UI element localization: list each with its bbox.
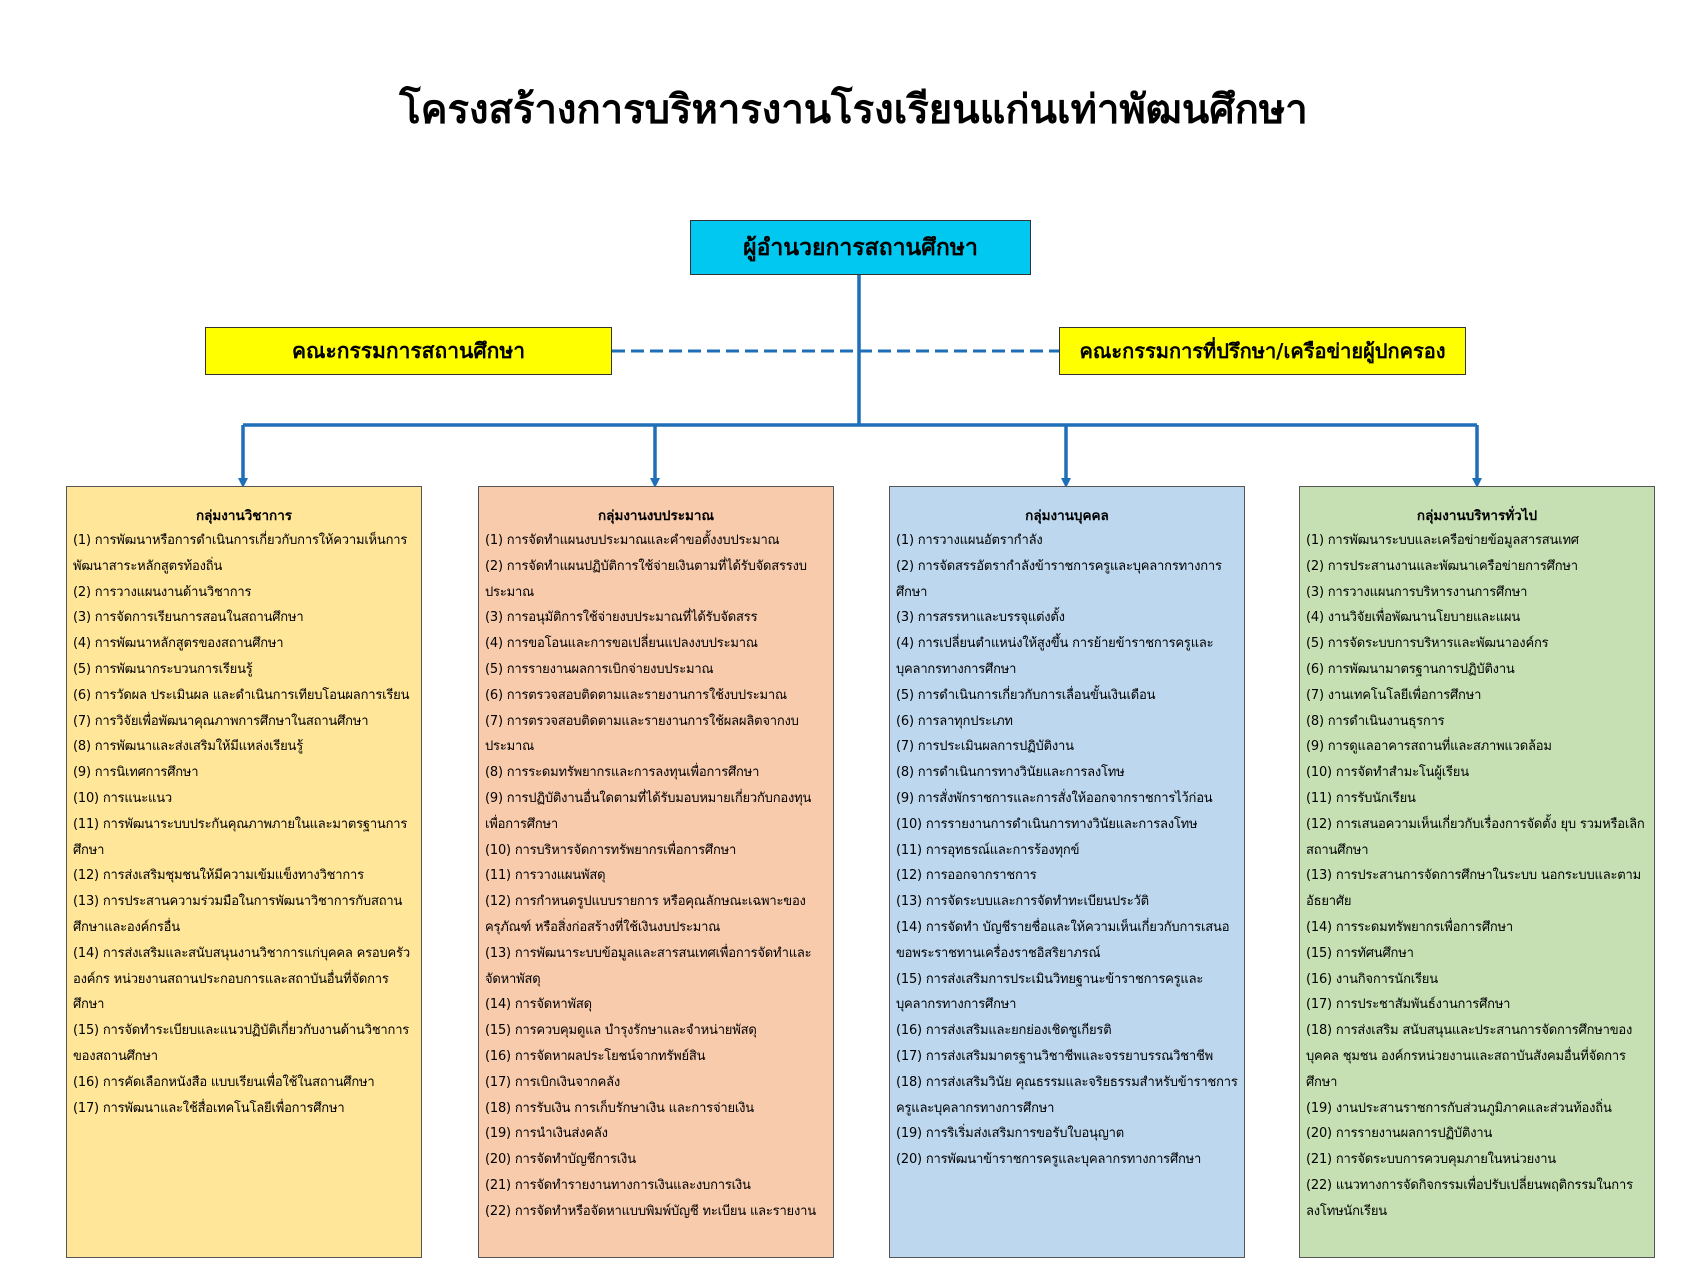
group-personnel: กลุ่มงานบุคคล (1) การวางแผนอัตรากำลัง (2)… bbox=[889, 486, 1245, 1258]
duty-item: (8) การพัฒนาและส่งเสริมให้มีแหล่งเรียนรู… bbox=[73, 739, 303, 755]
duty-item: (20) การรายงานผลการปฏิบัติงาน bbox=[1306, 1126, 1493, 1142]
duty-item: (17) การส่งเสริมมาตรฐานวิชาชีพและจรรยาบร… bbox=[896, 1048, 1213, 1064]
duty-item: (16) งานกิจการนักเรียน bbox=[1306, 971, 1438, 987]
duty-item: (5) การดำเนินการเกี่ยวกับการเลื่อนขั้นเง… bbox=[896, 687, 1156, 703]
duty-list: (1) การพัฒนาระบบและเครือข่ายข้อมูลสารสนเ… bbox=[1306, 528, 1648, 1225]
duty-item: (9) การปฏิบัติงานอื่นใดตามที่ได้รับมอบหม… bbox=[485, 790, 812, 832]
duty-item: (19) การริเริ่มส่งเสริมการขอรับใบอนุญาต bbox=[896, 1126, 1124, 1142]
duty-item: (15) การทัศนศึกษา bbox=[1306, 945, 1414, 961]
duty-list: (1) การวางแผนอัตรากำลัง (2) การจัดสรรอัตร… bbox=[896, 528, 1238, 1173]
duty-item: (22) แนวทางการจัดกิจกรรมเพื่อปรับเปลี่ยน… bbox=[1306, 1177, 1633, 1219]
duty-item: (12) การออกจากราชการ bbox=[896, 868, 1037, 884]
duty-item: (11) การพัฒนาระบบประกันคุณภาพภายในและมาต… bbox=[73, 816, 408, 858]
duty-item: (3) การจัดการเรียนการสอนในสถานศึกษา bbox=[73, 610, 304, 626]
duty-item: (3) การสรรหาและบรรจุแต่งตั้ง bbox=[896, 610, 1065, 626]
duty-item: (2) การวางแผนงานด้านวิชาการ bbox=[73, 584, 252, 600]
duty-item: (20) การจัดทำบัญชีการเงิน bbox=[485, 1152, 636, 1168]
duty-item: (6) การลาทุกประเภท bbox=[896, 713, 1013, 729]
duty-item: (16) การจัดหาผลประโยชน์จากทรัพย์สิน bbox=[485, 1048, 706, 1064]
group-title: กลุ่มงานวิชาการ bbox=[195, 508, 293, 524]
duty-item: (12) การส่งเสริมชุมชนให้มีความเข้มแข็งทา… bbox=[73, 868, 364, 884]
duty-item: (20) การพัฒนาข้าราชการครูและบุคลากรทางกา… bbox=[896, 1152, 1202, 1168]
duty-item: (1) การจัดทำแผนงบประมาณและคำขอตั้งงบประม… bbox=[485, 533, 780, 548]
duty-item: (21) การจัดระบบการควบคุมภายในหน่วยงาน bbox=[1306, 1152, 1556, 1168]
duty-item: (15) การส่งเสริมการประเมินวิทยฐานะข้าราช… bbox=[896, 971, 1204, 1013]
advisory-committee-box: คณะกรรมการที่ปรึกษา/เครือข่ายผู้ปกครอง bbox=[1059, 327, 1466, 375]
group-budget: กลุ่มงานงบประมาณ (1) การจัดทำแผนงบประมาณ… bbox=[478, 486, 834, 1258]
page-title: โครงสร้างการบริหารงานโรงเรียนแก่นเท่าพัฒ… bbox=[399, 87, 1308, 133]
duty-item: (3) การอนุมัติการใช้จ่ายงบประมาณที่ได้รั… bbox=[485, 610, 758, 626]
duty-item: (8) การระดมทรัพยากรและการลงทุนเพื่อการศึ… bbox=[485, 765, 760, 781]
duty-item: (7) การตรวจสอบติดตามและรายงานการใช้ผลผลิ… bbox=[485, 713, 799, 755]
duty-item: (18) การส่งเสริม สนับสนุนและประสานการจัด… bbox=[1306, 1023, 1633, 1090]
duty-item: (11) การอุทธรณ์และการร้องทุกข์ bbox=[896, 842, 1080, 858]
school-board-box: คณะกรรมการสถานศึกษา bbox=[205, 327, 612, 375]
duty-item: (1) การวางแผนอัตรากำลัง bbox=[896, 533, 1043, 548]
duty-item: (9) การสั่งพักราชการและการสั่งให้ออกจากร… bbox=[896, 790, 1213, 806]
duty-item: (13) การจัดระบบและการจัดทำทะเบียนประวัติ bbox=[896, 894, 1149, 910]
duty-item: (10) การแนะแนว bbox=[73, 790, 172, 806]
duty-item: (8) การดำเนินการทางวินัยและการลงโทษ bbox=[896, 765, 1125, 781]
duty-item: (6) การวัดผล ประเมินผล และดำเนินการเทียบ… bbox=[73, 687, 410, 703]
duty-item: (12) การกำหนดรูปแบบรายการ หรือคุณลักษณะเ… bbox=[485, 894, 806, 935]
duty-item: (17) การประชาสัมพันธ์งานการศึกษา bbox=[1306, 997, 1511, 1013]
duty-item: (6) การพัฒนามาตรฐานการปฏิบัติงาน bbox=[1306, 661, 1515, 677]
duty-item: (13) การประสานความร่วมมือในการพัฒนาวิชาก… bbox=[73, 894, 403, 935]
duty-item: (4) การขอโอนและการขอเปลี่ยนแปลงงบประมาณ bbox=[485, 636, 758, 652]
duty-item: (19) งานประสานราชการกับส่วนภูมิภาคและส่ว… bbox=[1306, 1100, 1612, 1116]
duty-item: (15) การควบคุมดูแล บำรุงรักษาและจำหน่ายพ… bbox=[485, 1023, 757, 1039]
duty-item: (19) การนำเงินส่งคลัง bbox=[485, 1126, 608, 1142]
duty-item: (17) การพัฒนาและใช้สื่อเทคโนโลยีเพื่อการ… bbox=[73, 1100, 345, 1116]
duty-item: (5) การจัดระบบการบริหารและพัฒนาองค์กร bbox=[1306, 636, 1549, 652]
duty-item: (4) งานวิจัยเพื่อพัฒนานโยบายและแผน bbox=[1306, 610, 1521, 626]
duty-item: (18) การรับเงิน การเก็บรักษาเงิน และการจ… bbox=[485, 1100, 754, 1116]
group-title: กลุ่มงานงบประมาณ bbox=[598, 508, 714, 524]
duty-item: (5) การพัฒนากระบวนการเรียนรู้ bbox=[73, 661, 253, 677]
duty-item: (14) การจัดหาพัสดุ bbox=[485, 997, 592, 1013]
group-title: กลุ่มงานบุคคล bbox=[1025, 508, 1109, 524]
duty-item: (14) การส่งเสริมและสนับสนุนงานวิชาการแก่… bbox=[73, 945, 410, 1013]
duty-item: (7) การวิจัยเพื่อพัฒนาคุณภาพการศึกษาในสถ… bbox=[73, 713, 369, 729]
duty-list: (1) การพัฒนาหรือการดำเนินการเกี่ยวกับการ… bbox=[73, 528, 415, 1121]
duty-item: (10) การจัดทำสำมะโนผู้เรียน bbox=[1306, 765, 1469, 781]
duty-item: (13) การประสานการจัดการศึกษาในระบบ นอกระ… bbox=[1306, 868, 1641, 910]
duty-item: (2) การประสานงานและพัฒนาเครือข่ายการศึกษ… bbox=[1306, 558, 1578, 574]
duty-item: (18) การส่งเสริมวินัย คุณธรรมและจริยธรรม… bbox=[896, 1074, 1238, 1116]
duty-item: (2) การจัดสรรอัตรากำลังข้าราชการครูและบุ… bbox=[896, 558, 1222, 600]
group-general-administration: กลุ่มงานบริหารทั่วไป (1) การพัฒนาระบบและ… bbox=[1299, 486, 1655, 1258]
duty-item: (4) การเปลี่ยนตำแหน่งให้สูงขึ้น การย้ายข… bbox=[896, 636, 1214, 677]
duty-item: (1) การพัฒนาหรือการดำเนินการเกี่ยวกับการ… bbox=[73, 533, 408, 574]
duty-item: (11) การวางแผนพัสดุ bbox=[485, 868, 606, 884]
director-box: ผู้อำนวยการสถานศึกษา bbox=[690, 220, 1031, 275]
duty-item: (8) การดำเนินงานธุรการ bbox=[1306, 713, 1445, 729]
duty-list: (1) การจัดทำแผนงบประมาณและคำขอตั้งงบประม… bbox=[485, 528, 827, 1225]
duty-item: (13) การพัฒนาระบบข้อมูลและสารสนเทศเพื่อก… bbox=[485, 945, 812, 987]
duty-item: (9) การนิเทศการศึกษา bbox=[73, 765, 199, 781]
duty-item: (4) การพัฒนาหลักสูตรของสถานศึกษา bbox=[73, 636, 284, 652]
group-title: กลุ่มงานบริหารทั่วไป bbox=[1416, 508, 1538, 524]
duty-item: (12) การเสนอความเห็นเกี่ยวกับเรื่องการจั… bbox=[1306, 816, 1645, 858]
duty-item: (5) การรายงานผลการเบิกจ่ายงบประมาณ bbox=[485, 661, 714, 677]
duty-item: (6) การตรวจสอบติดตามและรายงานการใช้งบประ… bbox=[485, 687, 787, 703]
duty-item: (11) การรับนักเรียน bbox=[1306, 790, 1416, 806]
duty-item: (14) การระดมทรัพยากรเพื่อการศึกษา bbox=[1306, 919, 1514, 935]
duty-item: (7) การประเมินผลการปฏิบัติงาน bbox=[896, 739, 1074, 755]
duty-item: (10) การรายงานการดำเนินการทางวินัยและการ… bbox=[896, 816, 1198, 832]
duty-item: (14) การจัดทำ บัญชีรายชื่อและให้ความเห็น… bbox=[896, 919, 1230, 961]
duty-item: (16) การส่งเสริมและยกย่องเชิดชูเกียรติ bbox=[896, 1023, 1112, 1039]
group-academic: กลุ่มงานวิชาการ (1) การพัฒนาหรือการดำเนิ… bbox=[66, 486, 422, 1258]
duty-item: (9) การดูแลอาคารสถานที่และสภาพแวดล้อม bbox=[1306, 739, 1552, 755]
duty-item: (17) การเบิกเงินจากคลัง bbox=[485, 1074, 621, 1090]
duty-item: (22) การจัดทำหรือจัดหาแบบพิมพ์บัญชี ทะเบ… bbox=[485, 1203, 816, 1219]
duty-item: (3) การวางแผนการบริหารงานการศึกษา bbox=[1306, 584, 1528, 600]
duty-item: (21) การจัดทำรายงานทางการเงินและงบการเงิ… bbox=[485, 1177, 751, 1193]
duty-item: (16) การคัดเลือกหนังสือ แบบเรียนเพื่อใช้… bbox=[73, 1074, 375, 1090]
duty-item: (2) การจัดทำแผนปฏิบัติการใช้จ่ายเงินตามท… bbox=[485, 558, 807, 600]
duty-item: (1) การพัฒนาระบบและเครือข่ายข้อมูลสารสนเ… bbox=[1306, 533, 1579, 548]
duty-item: (15) การจัดทำระเบียบและแนวปฏิบัติเกี่ยวก… bbox=[73, 1023, 410, 1064]
duty-item: (7) งานเทคโนโลยีเพื่อการศึกษา bbox=[1306, 687, 1482, 703]
duty-item: (10) การบริหารจัดการทรัพยากรเพื่อการศึกษ… bbox=[485, 842, 737, 858]
